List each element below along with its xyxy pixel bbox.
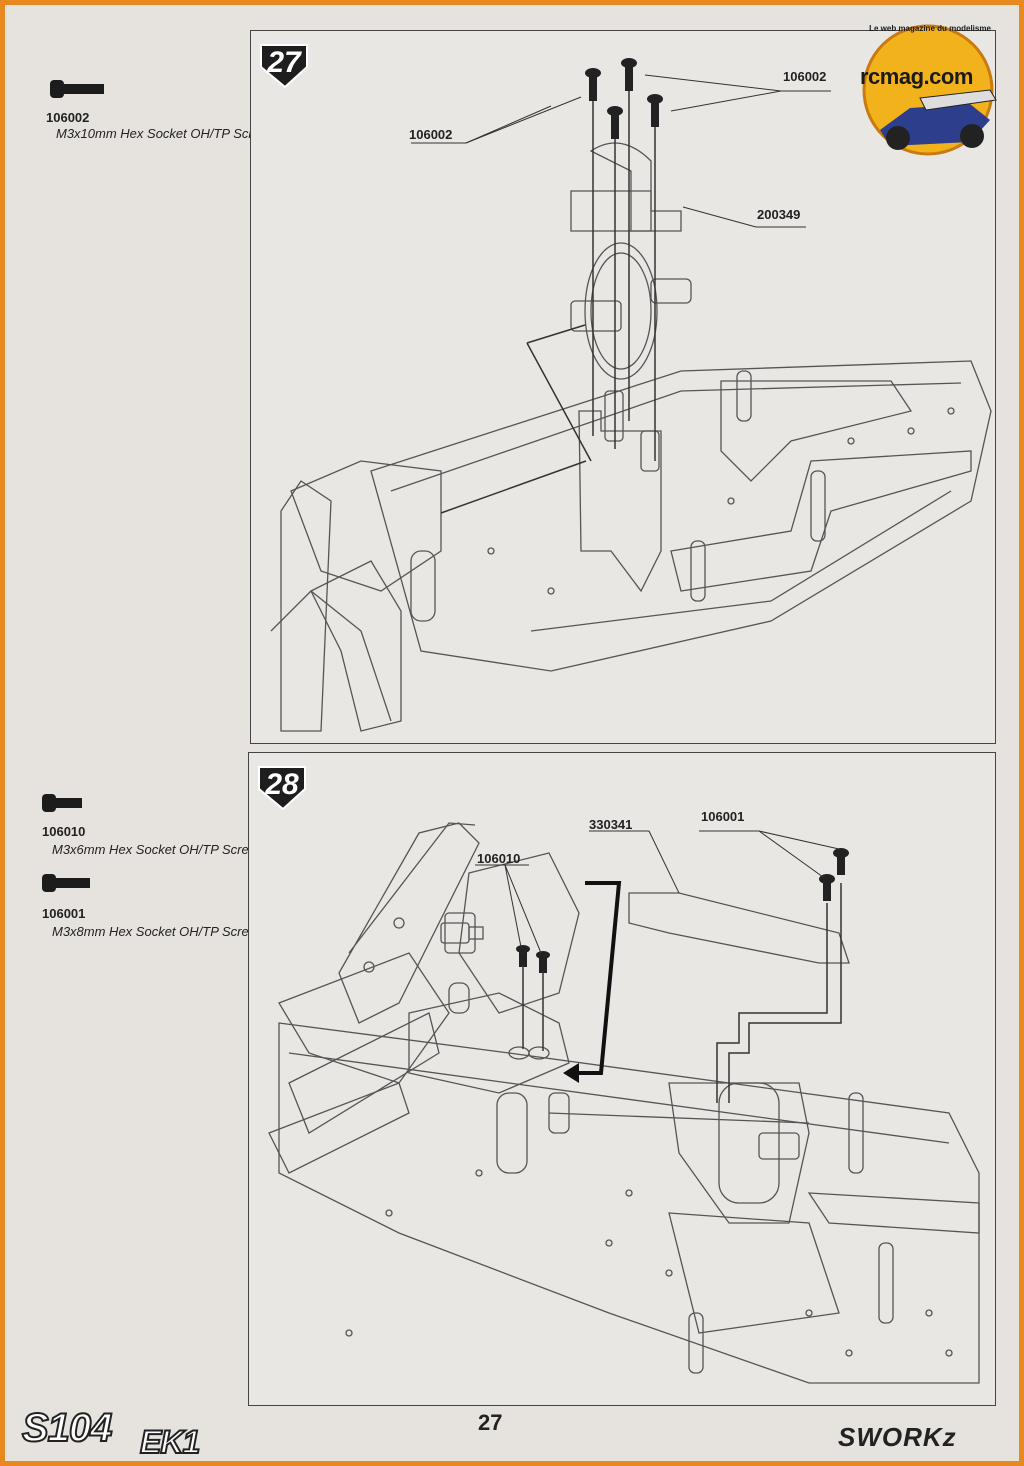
callout-label: 106002 <box>409 127 453 142</box>
callout-label: 106002 <box>783 69 827 84</box>
screw-icon <box>50 80 104 98</box>
step-number-badge: 27 <box>257 37 311 91</box>
step-number-badge: 28 <box>255 759 309 813</box>
screw-icon <box>42 874 90 892</box>
part-code: 106002 <box>46 110 90 125</box>
rcmag-tagline: Le web magazine du modelisme <box>869 24 991 33</box>
page-number: 27 <box>478 1410 503 1435</box>
callout-label: 106010 <box>477 851 521 866</box>
step27-illustration <box>270 58 992 732</box>
part-description: M3x6mm Hex Socket OH/TP Screw <box>52 842 259 857</box>
callout-label: 200349 <box>757 207 801 222</box>
callout-label: 106001 <box>701 809 745 824</box>
part-code: 106010 <box>42 824 86 839</box>
rcmag-watermark-logo: rcmag.com Le web magazine du modelisme <box>850 20 1006 160</box>
screw-icon <box>42 794 82 812</box>
callout-label: 330341 <box>589 817 633 832</box>
step27-panel: 27 <box>250 30 996 744</box>
step28-panel: 28 <box>248 752 996 1406</box>
sworkz-logo: SWORKz <box>838 1422 957 1452</box>
part-description: M3x8mm Hex Socket OH/TP Screw <box>52 924 259 939</box>
part-description: M3x10mm Hex Socket OH/TP Screw <box>56 126 270 141</box>
part-code: 106001 <box>42 906 86 921</box>
step28-illustration <box>268 822 980 1384</box>
rcmag-site-text: rcmag.com <box>860 64 973 89</box>
s104-ek1-logo: S104 EK1 <box>21 1405 201 1461</box>
